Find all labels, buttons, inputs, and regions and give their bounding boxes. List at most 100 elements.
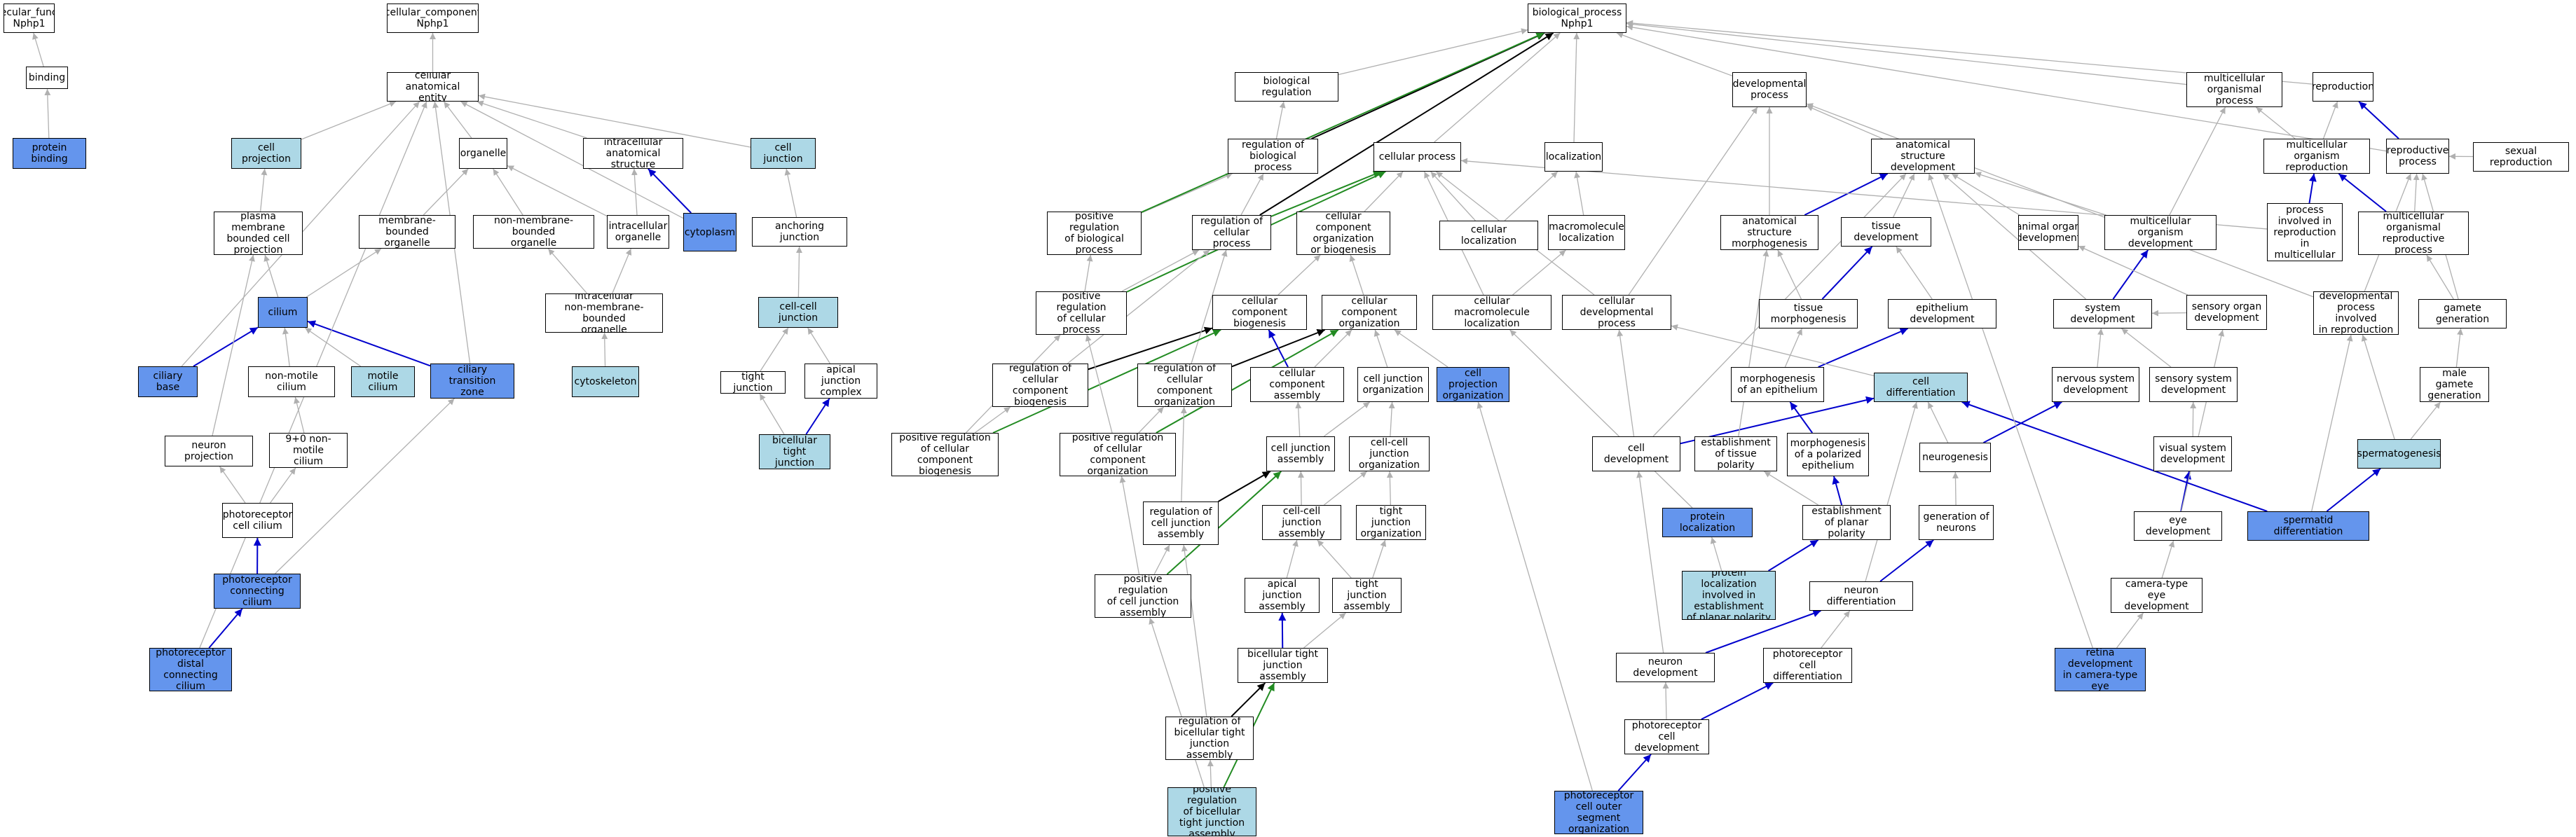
- edge-ccj-to-anchjunc: [795, 246, 802, 298]
- edge-neurondiff-to-celldiff: [1865, 401, 1918, 582]
- edge-repproc-to-bp: [1626, 24, 2387, 152]
- edge-btj-to-ajc: [805, 398, 830, 435]
- edge-posregccb-to-ccbiog: [992, 329, 1221, 434]
- term-node-tjo: tight junction organization: [1356, 505, 1426, 540]
- term-node-prcos: photoreceptor cell outer segment organiz…: [1554, 791, 1643, 834]
- term-node-regcja: regulation of cell junction assembly: [1143, 501, 1219, 545]
- term-node-protbind: protein binding: [13, 138, 86, 169]
- term-node-regccb: regulation of cellular component biogene…: [992, 364, 1088, 407]
- term-node-cytoskeleton: cytoskeleton: [572, 366, 639, 397]
- edge-celljunc-to-cae: [478, 93, 751, 148]
- edge-anchjunc-to-celljunc: [784, 168, 797, 218]
- edge-sensorgan-to-aod: [2078, 245, 2188, 296]
- term-node-sensorgan: sensory organ development: [2186, 295, 2267, 330]
- term-node-etp: establishment of tissue polarity: [1694, 436, 1777, 471]
- term-node-plepp: protein localization involved in establi…: [1682, 571, 1776, 620]
- edge-tja-to-tjo: [1372, 539, 1387, 579]
- term-node-mop: multicellular organismal process: [2186, 72, 2282, 107]
- edge-ccja-to-ccjo: [1323, 471, 1368, 506]
- term-node-devrep: developmental process involved in reprod…: [2313, 291, 2399, 335]
- edge-cytoplasm-to-cae: [460, 101, 684, 219]
- edge-io-to-organelle: [507, 165, 608, 217]
- term-node-prdistal: photoreceptor distal connecting cilium: [149, 648, 232, 691]
- edge-asd-to-devproc: [1806, 105, 1883, 139]
- edge-spermatogenesis-to-devrep: [2361, 334, 2395, 440]
- term-node-mgg: male gamete generation: [2420, 367, 2489, 402]
- term-node-prconn: photoreceptor connecting cilium: [214, 574, 301, 609]
- edge-retinadev-to-asd: [1928, 173, 2093, 649]
- term-node-cml: cellular macromolecule localization: [1432, 295, 1551, 330]
- edge-eyedev-to-vsd: [2180, 471, 2192, 512]
- term-node-ias: intracellular anatomical structure: [583, 138, 683, 169]
- edge-regccb-to-regcp: [1067, 249, 1210, 364]
- edge-morphepi-to-tissuemorph: [1784, 328, 1802, 368]
- term-node-nonmotile: non-motile cilium: [248, 366, 335, 397]
- edge-regcja-to-regcco: [1180, 406, 1187, 502]
- term-node-ccbiog: cellular component biogenesis: [1212, 295, 1307, 330]
- term-node-asm: anatomical structure morphogenesis: [1720, 215, 1818, 250]
- term-node-cdp: cellular developmental process: [1562, 295, 1671, 330]
- edge-retinadev-to-cameye: [2116, 612, 2144, 649]
- edge-posregcp-to-regcp: [1121, 249, 1200, 292]
- edge-cpo-to-ccorg: [1394, 329, 1448, 368]
- term-node-localization: localization: [1544, 142, 1603, 172]
- term-node-morp: multicellular organismal reproductive pr…: [2358, 212, 2469, 255]
- edge-plepp-to-epp: [1768, 539, 1819, 572]
- edge-posregcja-to-cja: [1166, 471, 1282, 575]
- edge-prcelldiff-to-neurondiff: [1821, 610, 1851, 649]
- edge-cja-to-ccassembly: [1295, 401, 1302, 437]
- term-node-prcelldiff: photoreceptor cell differentiation: [1763, 648, 1852, 683]
- term-node-neurondev: neuron development: [1616, 653, 1715, 682]
- edge-btja-to-aja: [1278, 612, 1287, 649]
- edge-tissuedev-to-asd: [1893, 173, 1915, 218]
- term-node-ccob: cellular component organization or bioge…: [1296, 212, 1390, 255]
- term-node-anchjunc: anchoring junction: [752, 217, 847, 247]
- term-node-ssd: sensory system development: [2149, 367, 2238, 402]
- edge-neuronproj-to-pmbcp: [212, 254, 255, 436]
- edge-posregcp-to-posregbp: [1084, 254, 1093, 292]
- edge-regbtja-to-regcja: [1181, 544, 1207, 717]
- edge-morp-to-repproc: [2413, 173, 2420, 212]
- edge-prcos-to-prcelldev: [1617, 754, 1652, 791]
- term-node-ajc: apical junction complex: [804, 364, 877, 399]
- term-node-vsd: visual system development: [2153, 436, 2232, 471]
- term-node-cpimor: cellular process involved in reproductio…: [2267, 203, 2343, 261]
- edge-posregcja-to-regcja: [1153, 544, 1170, 575]
- term-node-genneurons: generation of neurons: [1919, 505, 1994, 540]
- edge-neurondev-to-neurondiff: [1705, 609, 1821, 653]
- edge-repproc-to-reproduction: [2358, 101, 2399, 139]
- edge-ccbiog-to-ccob: [1277, 254, 1321, 296]
- edge-cellloc-to-localization: [1504, 171, 1558, 221]
- term-node-regbtja: regulation of bicellular tight junction …: [1165, 717, 1254, 760]
- edge-sensorgan-to-sysdev: [2151, 310, 2187, 317]
- term-node-cellproj: cell projection: [231, 138, 301, 169]
- edge-io-to-ias: [631, 168, 638, 216]
- edge-asm-to-asd: [1804, 173, 1889, 216]
- edge-sysdev-to-asd: [1943, 173, 2086, 300]
- edge-genneurons-to-neurogenesis: [1952, 471, 1959, 506]
- term-node-sexrep: sexual reproduction: [2473, 142, 2569, 172]
- edge-cellproj-to-cae: [301, 101, 397, 140]
- term-node-cellproc: cellular process: [1373, 142, 1461, 172]
- edge-nine0-to-nonmotile: [294, 396, 305, 434]
- edge-pmbcp-to-cellproj: [259, 168, 268, 212]
- edge-tja-to-ccja: [1317, 539, 1352, 579]
- edge-regbtja-to-btja: [1231, 682, 1266, 717]
- term-node-tightjunc: tight junction: [720, 371, 786, 394]
- term-node-sysdev: system development: [2053, 299, 2152, 328]
- edge-mod-to-mop: [2169, 106, 2226, 216]
- edge-posregcco-to-regcco: [1138, 406, 1165, 434]
- term-node-cameye: camera-type eye development: [2111, 578, 2202, 613]
- term-node-repproc: reproductive process: [2386, 139, 2449, 174]
- term-node-devproc: developmental process: [1732, 72, 1807, 107]
- term-node-cilium: cilium: [258, 297, 308, 328]
- edge-devrep-to-devproc: [1806, 103, 2314, 298]
- edge-mor-to-reproduction: [2322, 101, 2338, 139]
- edge-nsd-to-sysdev: [2097, 328, 2104, 368]
- term-node-tissuedev: tissue development: [1841, 217, 1931, 247]
- term-node-mf: molecular_function Nphp1: [4, 4, 55, 33]
- edge-mop-to-bp: [1626, 21, 2187, 85]
- term-node-nmbo: non-membrane-bounded organelle: [473, 215, 594, 249]
- term-node-posregcco: positive regulation of cellular componen…: [1060, 433, 1176, 476]
